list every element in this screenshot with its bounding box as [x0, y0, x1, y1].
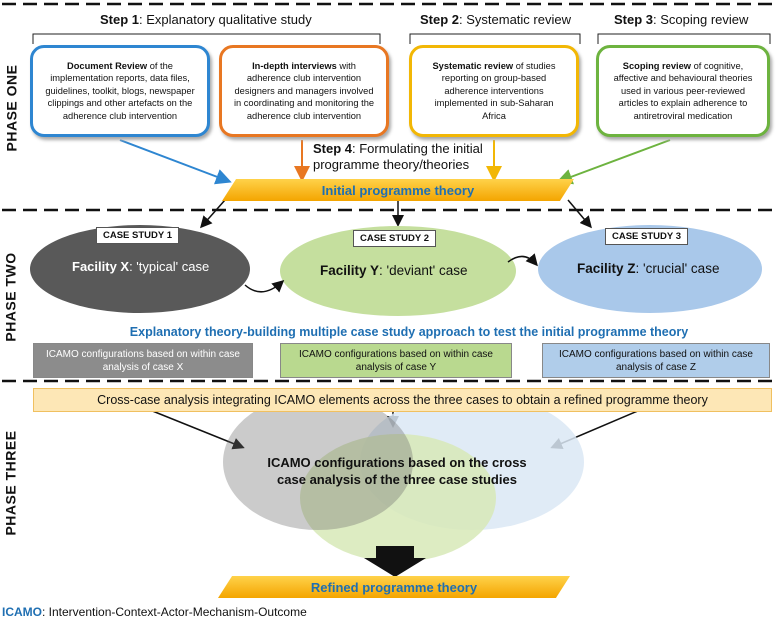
initial-programme-theory-banner: Initial programme theory: [222, 179, 574, 201]
document-review-box: Document Review of the implementation re…: [30, 45, 210, 137]
case1-ellipse: [30, 225, 250, 313]
config-case-z: ICAMO configurations based on within cas…: [542, 343, 770, 378]
refined-programme-theory-banner: Refined programme theory: [218, 576, 570, 598]
cross-case-analysis-bar: Cross-case analysis integrating ICAMO el…: [33, 388, 772, 412]
phase-three-label: PHASE THREE: [3, 430, 20, 536]
facility-z-text: Facility Z: 'crucial' case: [577, 261, 720, 276]
arrow-case2-to-case3: [507, 253, 538, 267]
systematic-review-box: Systematic review of studies reporting o…: [409, 45, 579, 137]
cross-case-result-text: ICAMO configurations based on the cross …: [267, 455, 527, 487]
step1-title: Step 1: Explanatory qualitative study: [100, 12, 312, 27]
venn-bottom-ellipse: [300, 434, 496, 562]
facility-y-text: Facility Y: 'deviant' case: [320, 263, 468, 278]
arrow-cross-left: [149, 409, 245, 450]
icamo-legend: ICAMO: Intervention-Context-Actor-Mechan…: [2, 605, 307, 619]
case-study-3-label: CASE STUDY 3: [605, 228, 688, 245]
step2-bracket: [409, 33, 581, 44]
refine-down-arrow: [364, 546, 426, 577]
interviews-box: In-depth interviews with adherence club …: [219, 45, 389, 137]
config-case-y: ICAMO configurations based on within cas…: [280, 343, 512, 378]
step3-title: Step 3: Scoping review: [614, 12, 749, 27]
phase-one-label: PHASE ONE: [3, 64, 19, 152]
case-study-1-label: CASE STUDY 1: [96, 227, 179, 244]
arrow-to-case1: [200, 199, 226, 229]
phase-two-label: PHASE TWO: [3, 251, 19, 342]
venn-left-ellipse: [223, 394, 413, 530]
step2-title: Step 2: Systematic review: [420, 12, 571, 27]
scoping-review-box: Scoping review of cognitive, affective a…: [596, 45, 770, 137]
arrow-case1-to-case2: [244, 279, 285, 293]
arrow-doc-review: [119, 139, 232, 185]
arrow-scoping: [556, 139, 671, 185]
facility-x-text: Facility X: 'typical' case: [72, 259, 210, 274]
case2-ellipse: [280, 226, 516, 316]
config-case-x: ICAMO configurations based on within cas…: [33, 343, 253, 378]
step4-title: Step 4: Formulating the initial programm…: [313, 141, 483, 172]
step1-bracket: [32, 33, 381, 44]
case3-ellipse: [538, 225, 762, 313]
case-study-2-label: CASE STUDY 2: [353, 230, 436, 247]
arrow-to-case3: [567, 199, 592, 229]
approach-title: Explanatory theory-building multiple cas…: [129, 325, 689, 339]
step3-bracket: [597, 33, 771, 44]
